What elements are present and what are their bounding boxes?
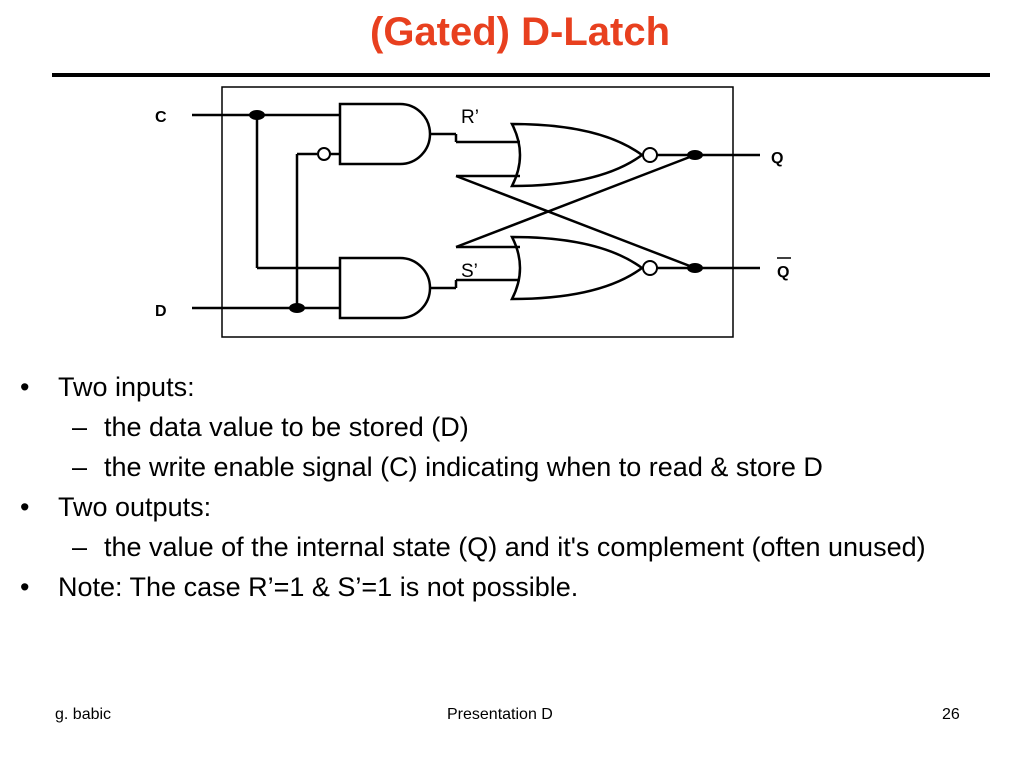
signal-label-r-prime: R’ <box>461 107 479 128</box>
bullet-marker: • <box>20 492 30 523</box>
bullet-list: •Two inputs: –the data value to be store… <box>18 370 1018 610</box>
bullet-text: Two inputs: <box>58 372 195 402</box>
input-label-c: C <box>155 109 167 126</box>
bullet-text: Note: The case R’=1 & S’=1 is not possib… <box>58 572 579 603</box>
sub-bullet-text: the data value to be stored (D) <box>104 412 469 443</box>
and-gate-bottom <box>338 256 432 320</box>
d-latch-circuit-diagram: C D R’ S’ Q Q <box>155 86 791 338</box>
bullet-item: • Two inputs: <box>18 370 1018 404</box>
sub-bullet-marker: – <box>72 452 88 483</box>
latch-boundary-box <box>221 86 734 338</box>
bullet-marker: • <box>20 372 30 402</box>
footer-slide-number: 26 <box>942 706 960 723</box>
output-label-qbar: Q <box>777 264 789 281</box>
bullet-text: Two outputs: <box>58 492 212 523</box>
sub-bullet-item: –the write enable signal (C) indicating … <box>18 450 1018 484</box>
sub-bullet-item: –the data value to be stored (D) <box>18 410 1018 444</box>
nor-bottom-output-bubble <box>642 260 658 276</box>
junction-dot-c <box>249 110 265 120</box>
junction-dot-qbar <box>687 263 703 273</box>
footer-author: g. babic <box>55 706 112 723</box>
bullet-item: • Two outputs: <box>18 490 1018 524</box>
nor-top-output-bubble <box>642 147 658 163</box>
feedback-q-to-bottom-wire <box>455 153 696 249</box>
sub-bullet-marker: – <box>72 532 88 563</box>
junction-dot-d <box>289 303 305 313</box>
nor-gate-top <box>509 122 645 188</box>
slide-title: (Gated) D-Latch <box>370 10 670 54</box>
bullet-item: • Note: The case R’=1 & S’=1 is not possi… <box>18 570 1018 604</box>
sub-bullet-text: the write enable signal (C) indicating w… <box>104 452 823 483</box>
sub-bullet-text: the value of the internal state (Q) and … <box>104 532 926 563</box>
and-top-input-bubble <box>317 147 331 161</box>
and-gate-top <box>338 102 432 166</box>
junction-dot-q <box>687 150 703 160</box>
output-label-q: Q <box>771 150 783 167</box>
bullet-marker: • <box>20 572 30 603</box>
feedback-qbar-to-top-wire <box>455 174 696 270</box>
nor-gate-bottom <box>509 235 645 301</box>
sub-bullet-marker: – <box>72 412 88 443</box>
input-label-d: D <box>155 303 167 320</box>
sub-bullet-item: –the value of the internal state (Q) and… <box>18 530 1018 564</box>
footer-presentation-name: Presentation D <box>447 706 553 723</box>
title-divider <box>52 73 990 77</box>
signal-label-s-prime: S’ <box>461 261 478 282</box>
